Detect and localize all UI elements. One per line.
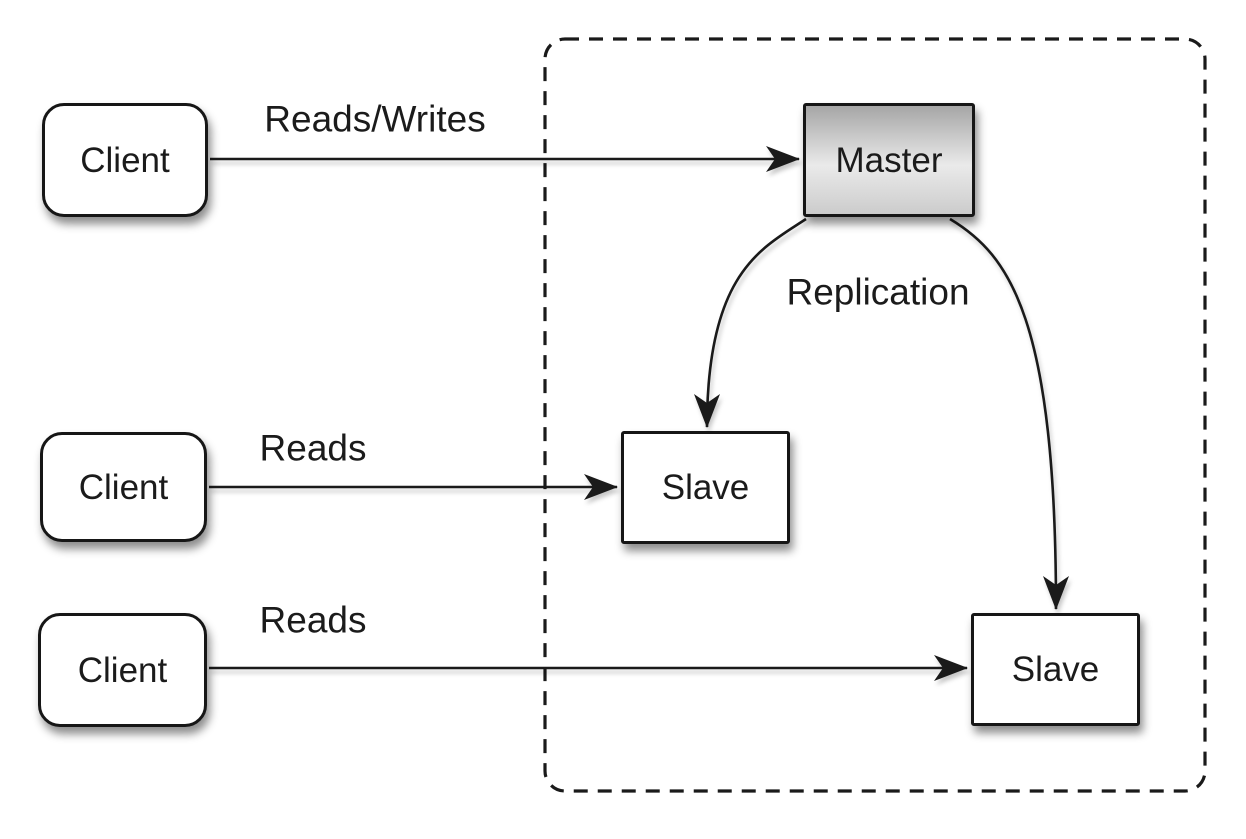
node-client-middle-label: Client (78, 467, 169, 507)
node-client-top-label: Client (80, 140, 170, 180)
edge-label-reads-middle: Reads (259, 427, 367, 469)
node-slave-middle-label: Slave (661, 468, 750, 507)
arrow-master-to-slave-bottom (949, 217, 1069, 610)
node-master-label: Master (835, 140, 943, 180)
node-client-middle: Client (40, 432, 207, 542)
node-slave-bottom: Slave (971, 613, 1140, 726)
node-slave-bottom-label: Slave (1011, 650, 1100, 689)
arrow-master-to-slave-middle (694, 217, 807, 428)
node-client-bottom-label: Client (77, 650, 168, 690)
edge-label-replication: Replication (786, 271, 970, 313)
node-slave-middle: Slave (621, 431, 790, 544)
edge-label-reads-bottom: Reads (259, 599, 367, 641)
node-client-top: Client (42, 103, 208, 217)
edge-label-reads-writes: Reads/Writes (264, 98, 486, 140)
node-master: Master (803, 103, 975, 217)
replication-boundary-dashed-box (543, 37, 1207, 793)
node-client-bottom: Client (38, 613, 207, 727)
